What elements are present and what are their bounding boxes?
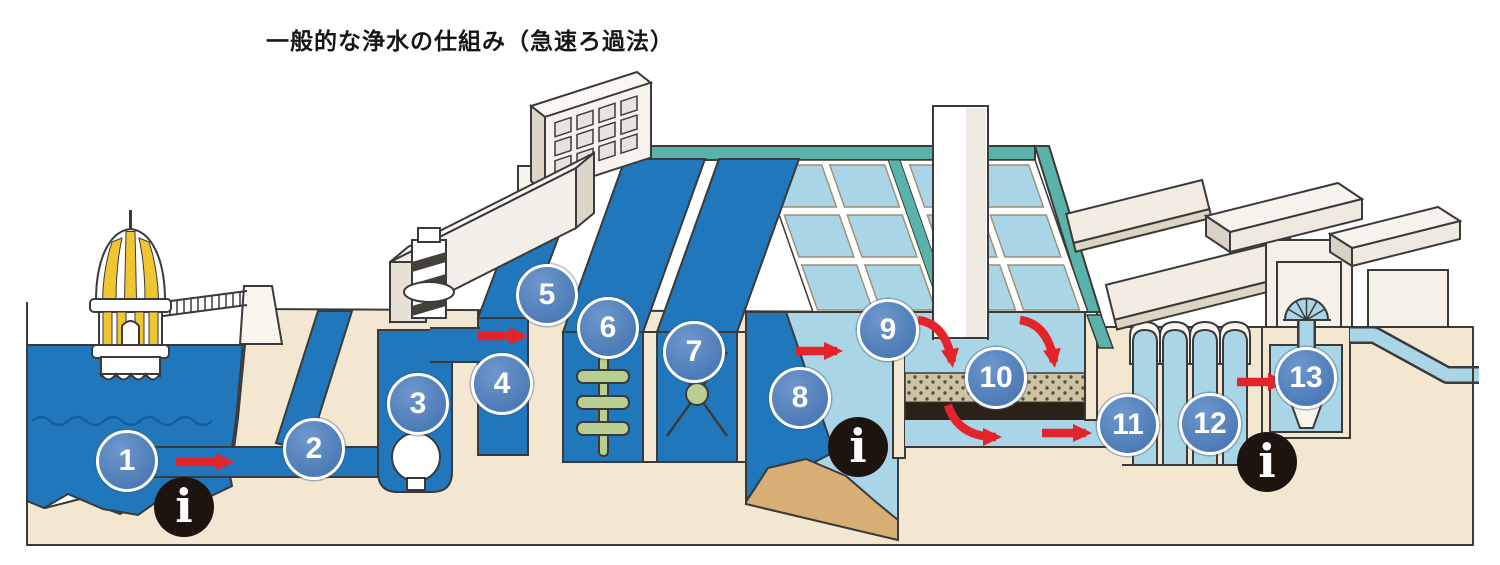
info-icon[interactable]: i	[828, 417, 888, 477]
step-marker-5: 5	[516, 264, 578, 326]
flow-arrow	[1019, 315, 1061, 368]
step-marker-1: 1	[96, 430, 158, 492]
diagram-title: 一般的な浄水の仕組み（急速ろ過法）	[266, 28, 674, 54]
walkway-bridge	[932, 105, 989, 352]
info-icon[interactable]: i	[154, 477, 214, 537]
intake-tower	[89, 210, 172, 381]
screw-pump	[403, 227, 455, 319]
covered-reservoir-roofs	[1065, 178, 1303, 331]
flow-arrow	[917, 315, 959, 368]
intake-bridge	[162, 285, 284, 345]
info-icon[interactable]: i	[1237, 432, 1297, 492]
step-marker-10: 10	[965, 347, 1027, 409]
step-marker-3: 3	[387, 373, 449, 435]
step-marker-6: 6	[577, 297, 639, 359]
step-marker-7: 7	[663, 321, 725, 383]
step-marker-9: 9	[857, 299, 919, 361]
step-marker-13: 13	[1275, 347, 1337, 409]
basin-divider	[642, 331, 658, 463]
step-marker-11: 11	[1097, 394, 1159, 456]
mixing-basin	[562, 331, 644, 463]
distribution-pipe	[1350, 326, 1479, 384]
section-frame	[26, 302, 1474, 546]
flow-arrows	[176, 315, 1287, 471]
outbuilding	[1327, 205, 1463, 328]
step-marker-4: 4	[471, 353, 533, 415]
step-marker-2: 2	[283, 418, 345, 480]
step-marker-8: 8	[769, 367, 831, 429]
step-marker-12: 12	[1179, 393, 1241, 455]
flow-arrow	[943, 403, 1002, 446]
pump-house	[389, 150, 595, 324]
